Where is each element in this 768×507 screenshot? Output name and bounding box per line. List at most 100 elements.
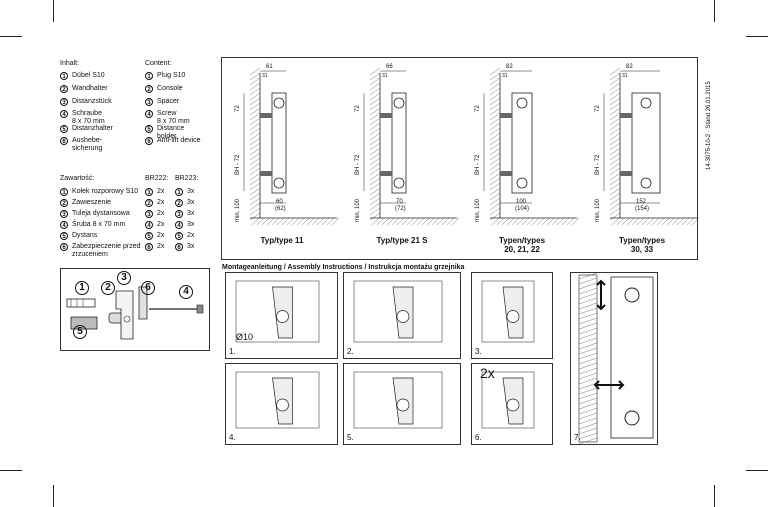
legend-col-br222: BR222:: [145, 175, 169, 182]
item-number: 6: [145, 243, 153, 251]
item-number: 3: [175, 210, 183, 218]
type-section-drawing: [603, 67, 700, 226]
part-callout: 4: [179, 285, 193, 299]
dim-top: 82: [506, 64, 513, 70]
item-number: 2: [60, 199, 68, 207]
dim-bottom: 100: [516, 199, 527, 205]
crop-mark: [53, 485, 54, 507]
crop-mark: [746, 36, 768, 37]
legend-header-de: Inhalt:: [60, 60, 80, 67]
dim-bh: BH - 72: [235, 154, 241, 175]
legend-text-de: Dübel S10: [72, 72, 105, 79]
item-number: 2: [60, 85, 68, 93]
dim-min: min. 100: [235, 198, 241, 222]
dim-top: 66: [386, 64, 393, 70]
legend-item-pl: 5 Dystans: [60, 232, 97, 240]
step-illustration: [353, 280, 443, 343]
crop-mark: [0, 36, 22, 37]
step-number: 3.: [475, 347, 482, 356]
item-number: 2: [145, 199, 153, 207]
dim-bottom-alt: (62): [275, 206, 286, 212]
qty-text: 2x: [157, 210, 165, 217]
legend-header-en: Content:: [145, 60, 172, 67]
step-illustration: [353, 371, 443, 429]
legend-text-pl: Tuleja dystansowa: [72, 210, 130, 217]
legend-qty-br222: 3 2x: [145, 210, 164, 218]
qty-text: 3x: [187, 188, 195, 195]
dim-bottom: 60: [276, 199, 283, 205]
dim-bottom-alt: (104): [515, 206, 530, 212]
legend-text-en: Spacer: [157, 98, 180, 105]
dim-bottom-alt: (154): [635, 206, 650, 212]
legend-item-en: 3 Spacer: [145, 98, 179, 106]
step-illustration: [235, 280, 320, 343]
item-number: 3: [60, 98, 68, 106]
qty-text: 2x: [187, 232, 195, 239]
dim-72: 72: [595, 105, 601, 112]
crop-mark: [714, 0, 715, 22]
step-panel: 2.: [343, 272, 461, 359]
dim-bottom-alt: (72): [395, 206, 406, 212]
dim-72: 72: [235, 105, 241, 112]
crop-mark: [53, 0, 54, 22]
item-number: 2: [145, 85, 153, 93]
item-number: 6: [145, 137, 153, 145]
step-panel: 7.: [570, 272, 658, 445]
part-callout: 2: [101, 281, 115, 295]
part-callout: 5: [73, 325, 87, 339]
item-number: 4: [145, 110, 153, 118]
step-illustration: [578, 272, 654, 445]
step-number: 5.: [347, 433, 354, 442]
step-note: 2x: [480, 365, 495, 381]
item-number: 3: [145, 98, 153, 106]
legend-text-de: Wandhalter: [72, 85, 108, 92]
item-number: 3: [60, 210, 68, 218]
item-number: 5: [60, 232, 68, 240]
dim-top-inner: 31: [382, 73, 388, 79]
item-number: 1: [145, 188, 153, 196]
part-callout: 6: [141, 281, 155, 295]
item-number: 1: [60, 188, 68, 196]
legend-text-en: Console: [157, 85, 183, 92]
item-number: 5: [175, 232, 183, 240]
step-panel: 4.: [225, 363, 338, 445]
item-number: 1: [60, 72, 68, 80]
qty-text: 2x: [157, 232, 165, 239]
legend-item-de: 2 Wandhalter: [60, 85, 108, 93]
step-panel: 1.Ø10: [225, 272, 338, 359]
legend-header-pl: Zawartość:: [60, 175, 95, 182]
step-panel: 6.2x: [471, 363, 553, 445]
legend-text-pl: Dystans: [72, 232, 98, 239]
qty-text: 2x: [157, 243, 165, 250]
crop-mark: [746, 470, 768, 471]
item-number: 1: [175, 188, 183, 196]
crop-mark: [0, 470, 22, 471]
legend-text-pl: Zawieszenie: [72, 199, 111, 206]
legend-qty-br222: 6 2x: [145, 243, 164, 251]
dim-top-inner: 31: [502, 73, 508, 79]
item-number: 3: [145, 210, 153, 218]
item-number: 6: [60, 243, 68, 251]
legend-text-de: Aushebe-sicherung: [72, 137, 103, 152]
type-section-drawing: [483, 67, 580, 226]
step-illustration: [481, 280, 535, 343]
legend-item-pl: 3 Tuleja dystansowa: [60, 210, 130, 218]
